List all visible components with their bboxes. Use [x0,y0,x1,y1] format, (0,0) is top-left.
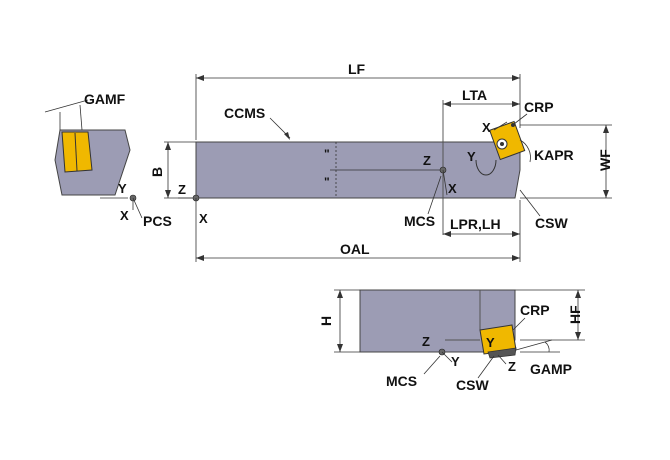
csw-top-label: CSW [535,215,568,231]
gamf-label: GAMF [84,91,126,107]
pcs-x-label: X [199,211,208,226]
gamp-label: GAMP [530,361,572,377]
pcs-label: PCS [143,213,172,229]
lf-label: LF [348,61,366,77]
side-view: Y H HF CRP Z Y MCS Z CSW GA [318,289,585,393]
csw-bottom-label: CSW [456,377,489,393]
ccms-mark-2: " [324,175,330,189]
end-view-insert [61,131,93,173]
kapr-label: KAPR [534,147,574,163]
crp-bottom-label: CRP [520,302,550,318]
end-x-label: X [120,208,129,223]
end-view: GAMF Y X [44,91,143,223]
h-label: H [318,316,334,326]
b-label: B [149,167,165,177]
wf-label: WF [597,149,613,171]
hf-label: HF [567,305,583,324]
mcs-z-label: Z [423,153,431,168]
side-z2-label: Z [508,359,516,374]
mcs-x-label: X [448,181,457,196]
oal-label: OAL [340,241,370,257]
end-y-label: Y [118,181,127,196]
mcs-bottom-label: MCS [386,373,417,389]
side-insert-y-label: Y [486,335,495,350]
crp-top-label: CRP [524,99,554,115]
lpr-lh-label: LPR,LH [450,216,501,232]
top-view: LF LTA " " CCMS B Z X PCS [143,61,613,262]
gamf-leader [44,99,89,113]
lta-label: LTA [462,87,487,103]
mcs-top-label: MCS [404,213,435,229]
insert-x-label: X [482,120,491,135]
ccms-label: CCMS [224,105,265,121]
side-y-label: Y [451,354,460,369]
side-z-label: Z [422,334,430,349]
top-z-label: Z [178,182,186,197]
top-insert [489,120,526,161]
ccms-mark-1: " [324,147,330,161]
head-y-label: Y [467,149,476,164]
